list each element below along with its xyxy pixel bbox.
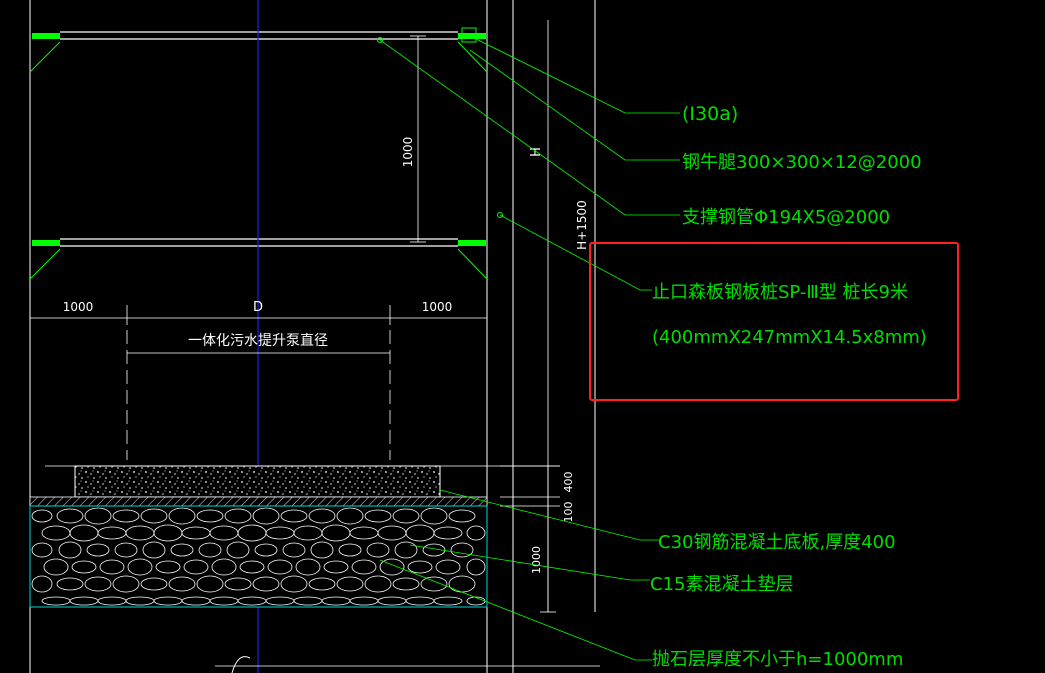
riprap-stone [433,526,463,540]
riprap-stone [31,542,53,558]
riprap-stone [407,560,433,574]
riprap-stone [336,576,364,592]
strut-leader-dot [377,37,383,43]
riprap-stone [196,509,224,523]
right-clear-label: 1000 [422,300,453,314]
strut-spacing-dim [410,35,426,243]
riprap-stone [308,577,336,591]
riprap-stone [295,558,321,576]
riprap-stone [71,560,97,574]
cushion-thickness-label: 100 [562,502,575,523]
riprap-stone [142,541,166,559]
riprap-stone [196,575,224,593]
riprap-stone [84,576,112,592]
depth-h-plus-label: H+1500 [575,200,589,250]
riprap-stone [435,559,461,575]
riprap-stone [379,558,405,576]
strut-spacing-label: 1000 [401,137,415,168]
riprap-stone [392,577,420,591]
riprap-stone [364,575,392,593]
riprap-stone [254,543,278,557]
riprap-stones [31,507,486,606]
callout-riprap: 抛石层厚度不小于h=1000mm [652,649,903,670]
riprap-stone [323,560,349,574]
riprap-stone [224,577,252,591]
riprap-stone [394,541,418,559]
riprap-stone [466,525,486,541]
riprap-stone [308,508,336,524]
riprap-stone [140,577,168,591]
callout-strut: 支撑钢管Φ194X5@2000 [682,207,890,228]
riprap-stone [84,507,112,525]
riprap-layer [29,505,488,608]
riprap-stone [31,575,53,593]
pump-diameter-label: 一体化污水提升泵直径 [188,332,328,349]
callout-i-beam: (I30a) [682,103,738,125]
slab-thickness-label: 400 [562,472,575,493]
riprap-stone [112,575,140,593]
riprap-stone [198,542,222,558]
strut-lower [29,238,488,280]
riprap-stone [280,575,308,593]
riprap-stone [364,509,392,523]
riprap-stone [392,508,420,524]
bottom-mark [231,656,251,673]
callout-sheet-pile-line1: 止口森板钢板桩SP-Ⅲ型 桩长9米 [652,282,908,303]
layer-dims [500,465,560,612]
riprap-stone [282,542,306,558]
riprap-stone [226,541,250,559]
callout-cushion: C15素混凝土垫层 [650,574,793,595]
riprap-stone [224,508,252,524]
pit-diameter-label: D [253,300,263,315]
width-dims [29,305,488,460]
riprap-stone [114,542,138,558]
riprap-stone [466,558,486,576]
highlight-box [589,242,959,401]
riprap-stone [99,559,125,575]
riprap-stone [310,541,334,559]
riprap-stone [211,558,237,576]
riprap-stone [86,543,110,557]
riprap-stone [140,508,168,524]
riprap-stone [448,509,476,523]
riprap-stone [420,576,448,592]
riprap-stone [31,509,53,523]
riprap-stone [351,559,377,575]
riprap-stone [43,558,69,576]
riprap-stone [112,509,140,523]
riprap-stone [433,596,463,606]
left-clear-label: 1000 [63,300,94,314]
riprap-stone [183,559,209,575]
callout-base-slab: C30钢筋混凝土底板,厚度400 [658,532,896,553]
riprap-stone [252,576,280,592]
leader-lines [379,35,680,661]
riprap-stone [58,541,82,559]
c15-cushion [29,496,488,507]
riprap-stone [56,577,84,591]
riprap-stone [420,507,448,525]
riprap-stone [168,507,196,525]
riprap-stone [170,543,194,557]
riprap-stone [252,507,280,525]
riprap-thickness-label: 1000 [530,546,543,574]
riprap-stone [422,543,446,557]
callout-sheet-pile-line2: (400mmX247mmX14.5x8mm) [652,327,927,348]
callout-bracket: 钢牛腿300×300×12@2000 [682,152,922,173]
riprap-stone [280,509,308,523]
riprap-stone [336,507,364,525]
riprap-stone [56,508,84,524]
riprap-stone [267,559,293,575]
riprap-stone [155,560,181,574]
strut-upper [29,27,488,73]
c30-base-slab [74,465,441,498]
pile-leader-dot [497,212,503,218]
riprap-stone [168,576,196,592]
riprap-stone [239,560,265,574]
riprap-stone [366,542,390,558]
riprap-stone [450,542,474,558]
riprap-stone [127,558,153,576]
riprap-stone [338,543,362,557]
